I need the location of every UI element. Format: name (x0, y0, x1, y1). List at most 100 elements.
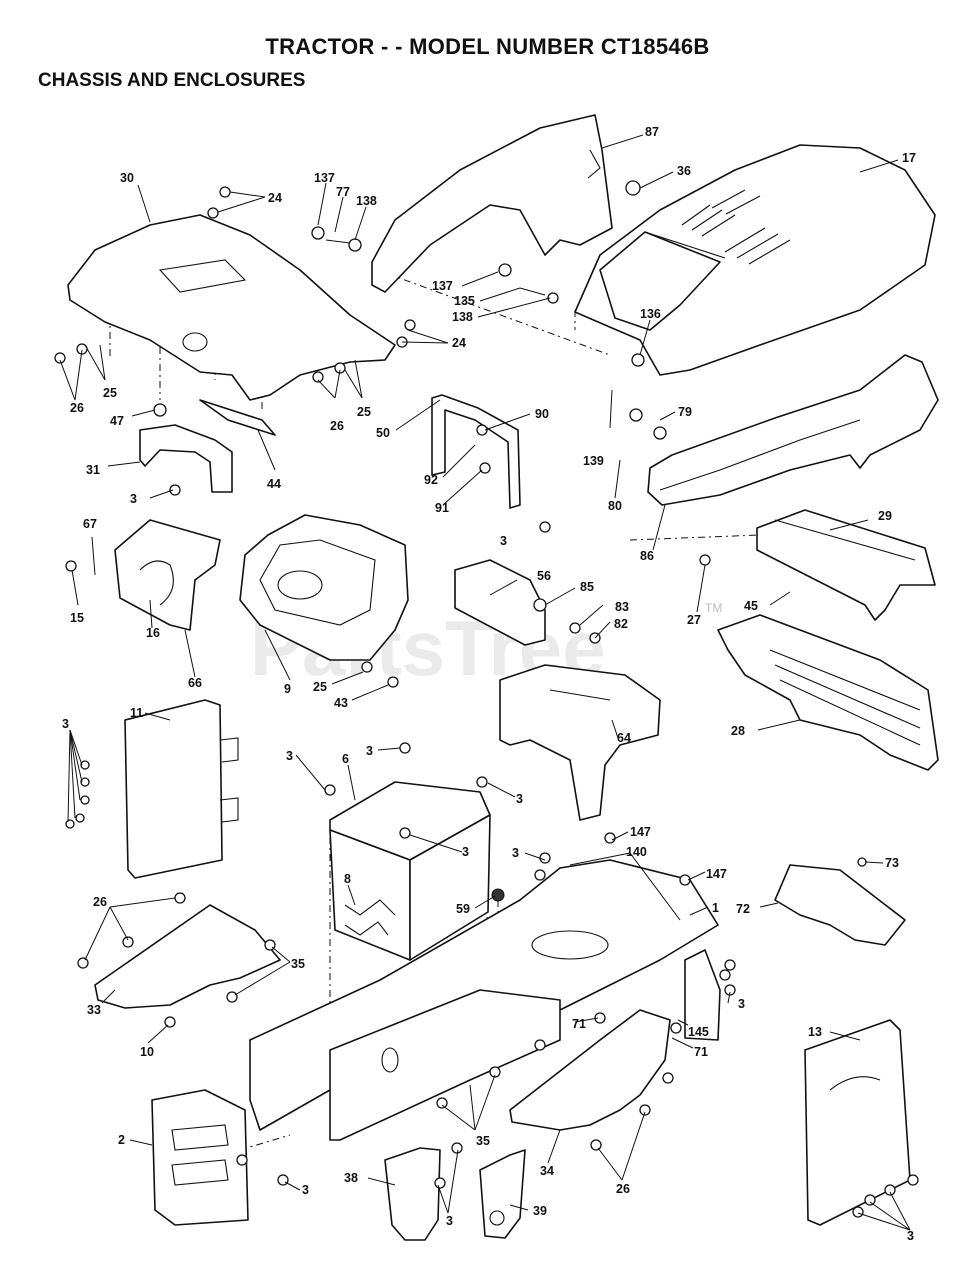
callout-16: 16 (146, 626, 160, 640)
callout-36: 36 (677, 164, 691, 178)
part-13-rear-plate (804, 1019, 911, 1226)
callout-35: 35 (476, 1134, 490, 1148)
callout-136: 136 (640, 307, 661, 321)
callout-92: 92 (424, 473, 438, 487)
callout-38: 38 (344, 1171, 358, 1185)
part-38-bracket (384, 1147, 441, 1241)
callout-10: 10 (140, 1045, 154, 1059)
callout-15: 15 (70, 611, 84, 625)
callout-13: 13 (808, 1025, 822, 1039)
part-33-floor-pan (94, 904, 281, 1009)
part-2-front-plate (151, 1089, 249, 1226)
callout-135: 135 (454, 294, 475, 308)
part-66-shield (114, 519, 221, 631)
section-subtitle: CHASSIS AND ENCLOSURES (38, 70, 306, 91)
part-6-battery-box (329, 781, 491, 961)
callout-67: 67 (83, 517, 97, 531)
callout-80: 80 (608, 499, 622, 513)
callout-2: 2 (118, 1133, 125, 1147)
callout-9: 9 (284, 682, 291, 696)
part-34-rear-pan (509, 1009, 671, 1131)
callout-72: 72 (736, 902, 750, 916)
callout-25: 25 (103, 386, 117, 400)
part-50-bracket (431, 394, 521, 509)
callout-44: 44 (267, 477, 281, 491)
callout-3: 3 (512, 846, 519, 860)
callout-26: 26 (330, 419, 344, 433)
callout-25: 25 (313, 680, 327, 694)
watermark-tm: TM (705, 601, 722, 615)
callout-3: 3 (516, 792, 523, 806)
callout-45: 45 (744, 599, 758, 613)
callout-82: 82 (614, 617, 628, 631)
callout-43: 43 (334, 696, 348, 710)
callout-3: 3 (130, 492, 137, 506)
callout-labels: 87 36 17 137 77 138 30 24 24 137 135 138… (62, 125, 916, 1243)
part-56-bracket (454, 559, 546, 646)
part-64-support (499, 664, 661, 821)
leader-lines (59, 134, 911, 1231)
callout-66: 66 (188, 676, 202, 690)
part-39-bracket (479, 1149, 526, 1239)
callout-59: 59 (456, 902, 470, 916)
callout-73: 73 (885, 856, 899, 870)
callout-138: 138 (356, 194, 377, 208)
callout-64: 64 (617, 731, 631, 745)
callout-83: 83 (615, 600, 629, 614)
callout-139: 139 (583, 454, 604, 468)
callout-29: 29 (878, 509, 892, 523)
callout-35: 35 (291, 957, 305, 971)
callout-3: 3 (500, 534, 507, 548)
callout-28: 28 (731, 724, 745, 738)
callout-47: 47 (110, 414, 124, 428)
callout-26: 26 (616, 1182, 630, 1196)
callout-90: 90 (535, 407, 549, 421)
callout-137: 137 (314, 171, 335, 185)
callout-79: 79 (678, 405, 692, 419)
part-9-console (239, 514, 409, 661)
part-87-side-panel (371, 114, 613, 293)
callout-26: 26 (93, 895, 107, 909)
callout-77: 77 (336, 185, 350, 199)
callout-3: 3 (366, 744, 373, 758)
callout-33: 33 (87, 1003, 101, 1017)
part-145-plate (684, 949, 721, 1041)
callout-3: 3 (907, 1229, 914, 1243)
callout-1: 1 (712, 901, 719, 915)
callout-31: 31 (86, 463, 100, 477)
hardware-fasteners (54, 180, 919, 1218)
callout-147: 147 (706, 867, 727, 881)
part-31-bracket (139, 399, 276, 493)
part-28-grille (717, 614, 939, 771)
page-title: TRACTOR - - MODEL NUMBER CT18546B (265, 34, 710, 59)
callout-137: 137 (432, 279, 453, 293)
callout-30: 30 (120, 171, 134, 185)
part-1-main-frame (249, 859, 719, 1141)
callout-87: 87 (645, 125, 659, 139)
callout-86: 86 (640, 549, 654, 563)
callout-6: 6 (342, 752, 349, 766)
part-17-hood (574, 144, 936, 376)
callout-3: 3 (302, 1183, 309, 1197)
callout-24: 24 (268, 191, 282, 205)
callout-56: 56 (537, 569, 551, 583)
part-72-bracket (774, 864, 906, 946)
callout-138: 138 (452, 310, 473, 324)
part-45-front-shield (756, 509, 936, 621)
part-8-battery-clips (344, 899, 396, 936)
callout-34: 34 (540, 1164, 554, 1178)
callout-50: 50 (376, 426, 390, 440)
callout-39: 39 (533, 1204, 547, 1218)
callout-26: 26 (70, 401, 84, 415)
callout-3: 3 (62, 717, 69, 731)
part-86-side-panel (647, 354, 939, 506)
callout-24: 24 (452, 336, 466, 350)
callout-27: 27 (687, 613, 701, 627)
callout-17: 17 (902, 151, 916, 165)
callout-71: 71 (572, 1017, 586, 1031)
callout-3: 3 (446, 1214, 453, 1228)
callout-3: 3 (738, 997, 745, 1011)
callout-71: 71 (694, 1045, 708, 1059)
callout-91: 91 (435, 501, 449, 515)
